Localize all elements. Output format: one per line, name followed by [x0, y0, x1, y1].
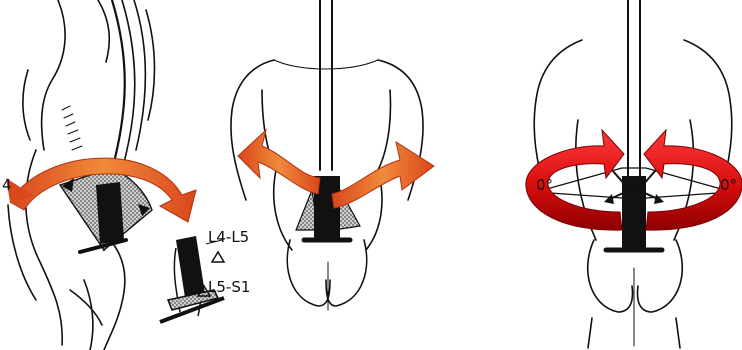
- right-spine-rod: [628, 0, 640, 176]
- level-label-l4-l5: L4-L5: [208, 230, 249, 245]
- center-right-shoulder: [378, 60, 422, 110]
- center-buttocks: [287, 240, 330, 306]
- angle-fragment-left: 4: [2, 178, 12, 193]
- level-label-l5-s1: L5-S1: [208, 280, 250, 295]
- angle-label-right: 0°: [720, 178, 737, 193]
- angle-label-left: 0°: [536, 178, 553, 193]
- right-panel: [534, 0, 732, 348]
- left-back-contour: [42, 0, 65, 150]
- right-right-shoulder: [684, 40, 730, 100]
- center-spine-rod: [320, 0, 332, 170]
- left-vertebra: [96, 182, 124, 244]
- right-left-shoulder: [536, 40, 582, 100]
- center-left-shoulder: [232, 60, 274, 110]
